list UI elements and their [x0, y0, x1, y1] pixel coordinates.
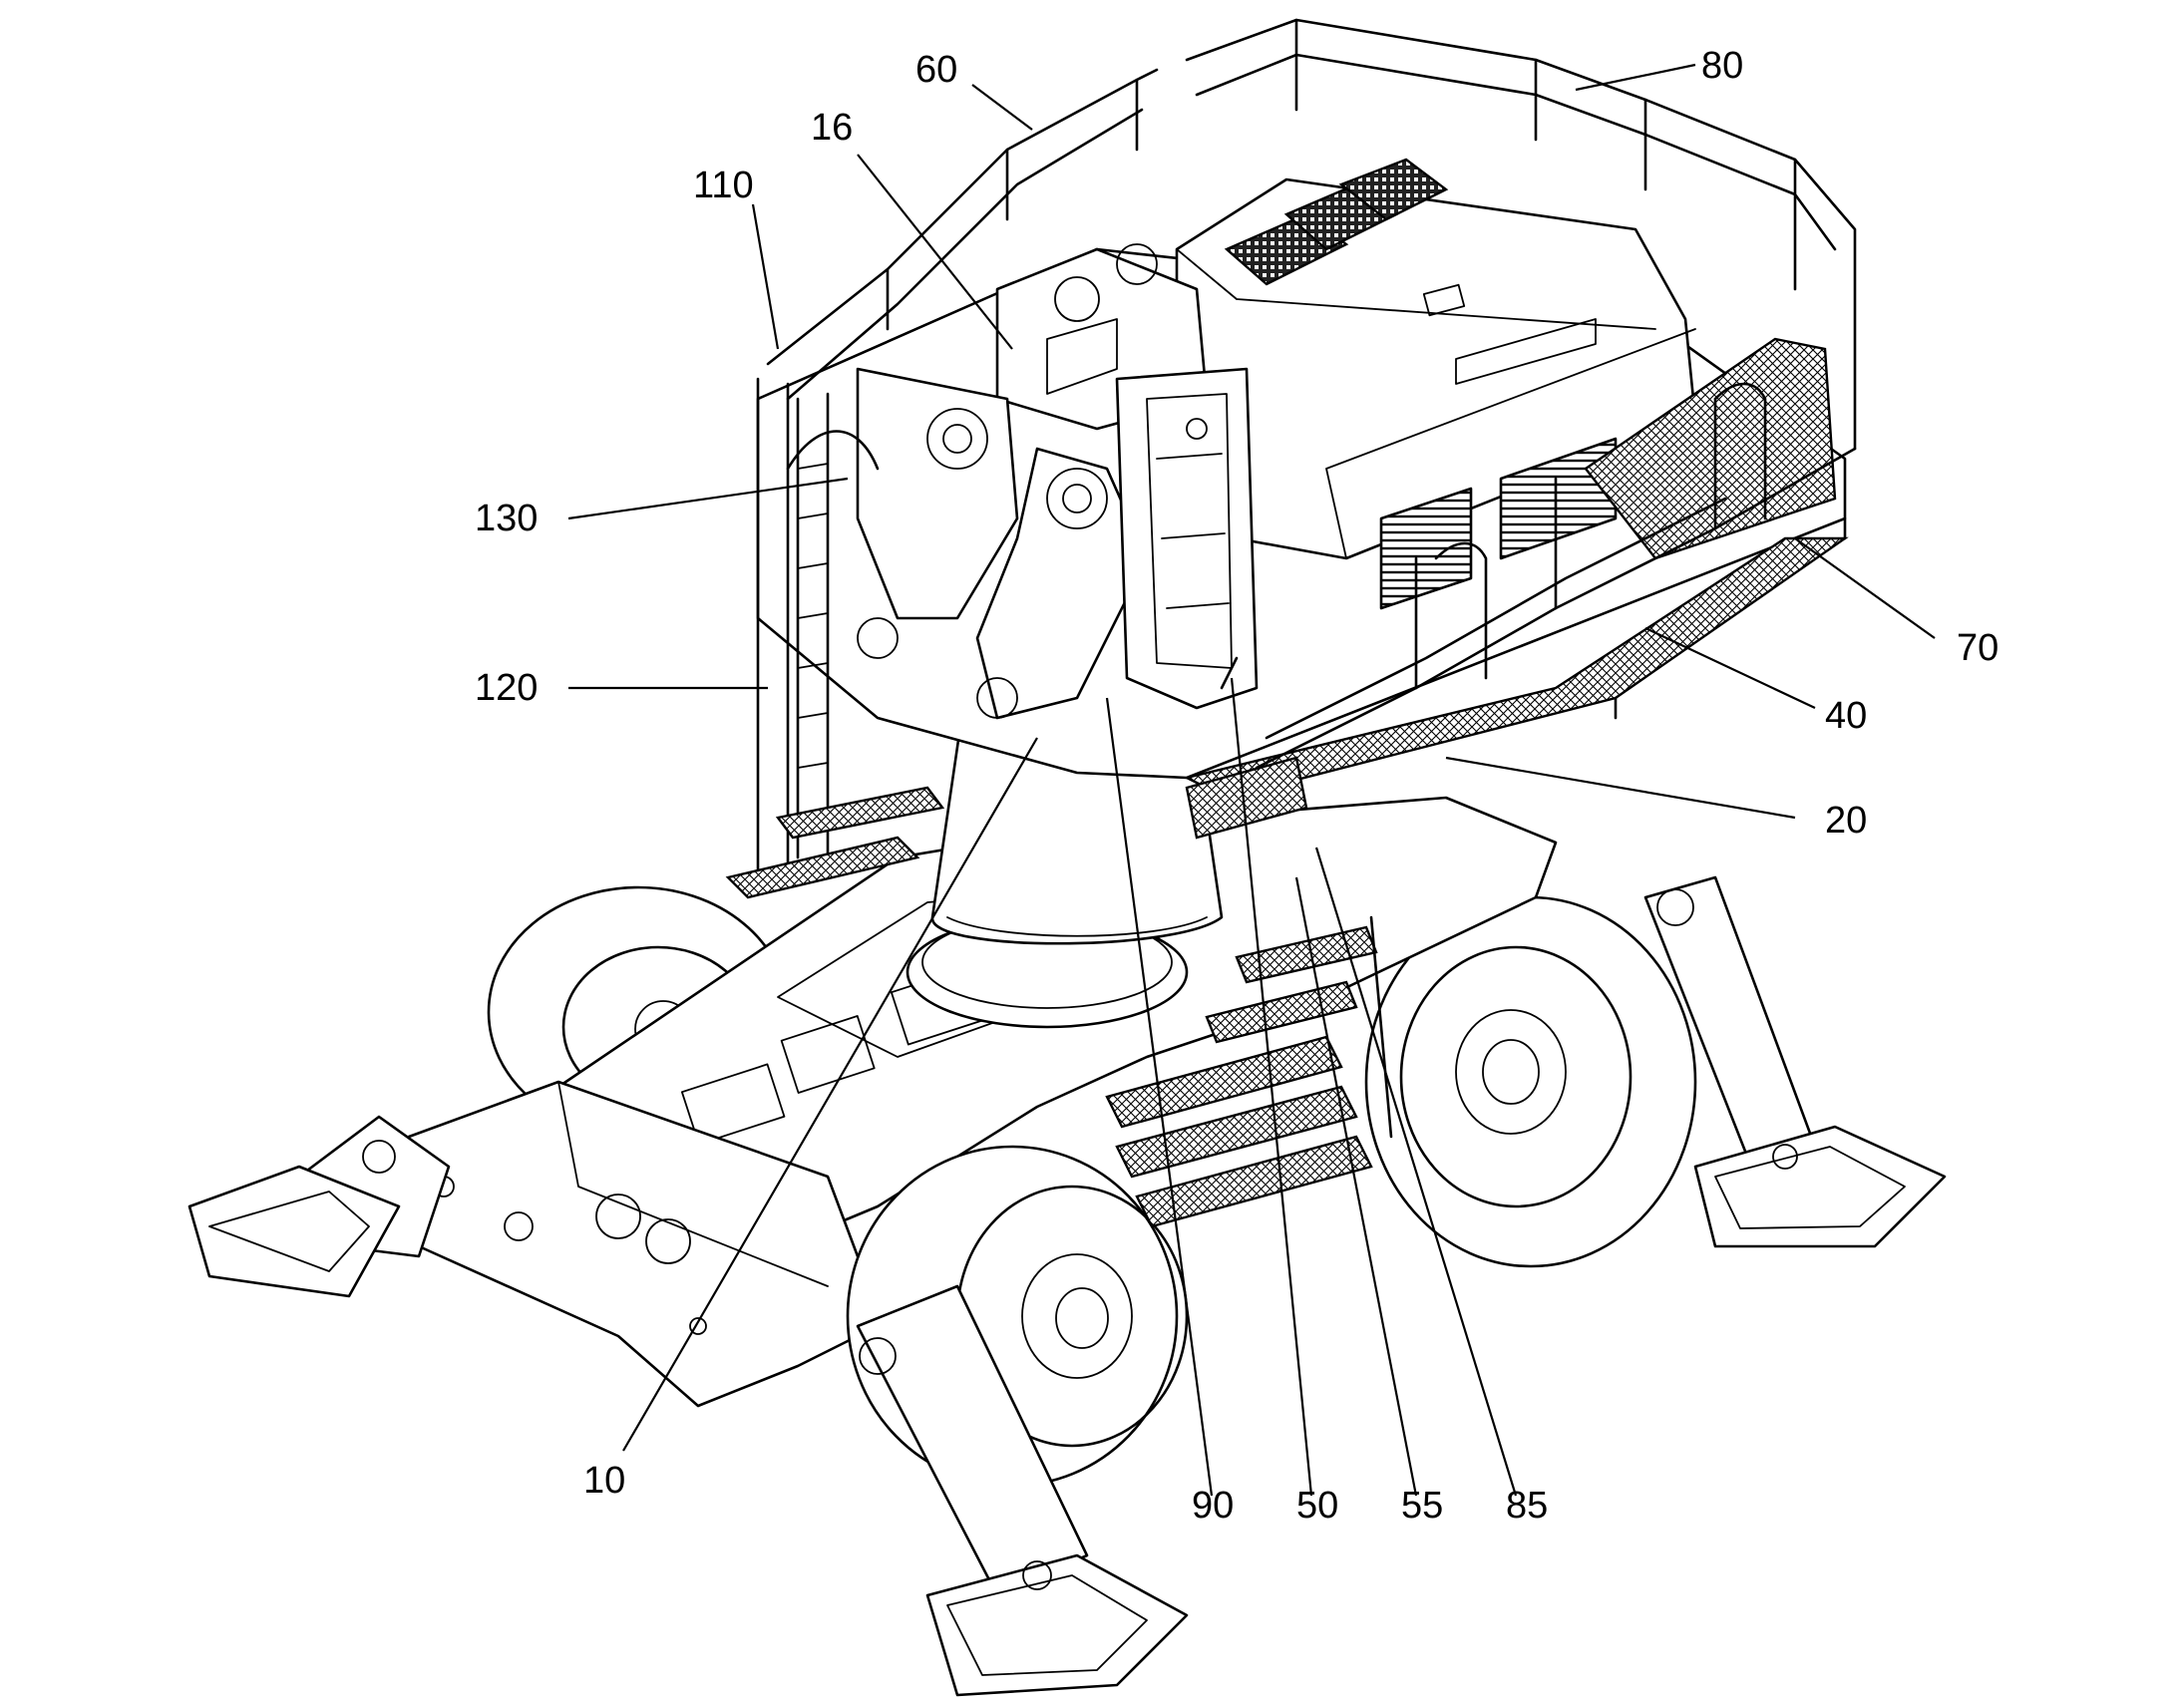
leader-80 — [1575, 63, 1696, 92]
undercarriage — [187, 711, 1947, 1697]
leader-lines — [567, 63, 1936, 1497]
lifting-frame — [1115, 367, 1259, 710]
label-40: 40 — [1825, 695, 1867, 737]
label-120: 120 — [475, 667, 538, 709]
outrigger-right — [1643, 875, 1947, 1248]
leader-10 — [622, 737, 1038, 1452]
walkway-deck — [1183, 337, 1849, 840]
leader-50 — [1230, 677, 1313, 1497]
label-130: 130 — [475, 498, 538, 539]
leader-55 — [1294, 876, 1418, 1497]
boom-mount — [856, 367, 1149, 720]
label-70: 70 — [1957, 627, 1998, 669]
side-ladder — [725, 377, 945, 899]
wheel-rear-right — [1364, 895, 1697, 1268]
label-16: 16 — [811, 107, 853, 149]
handrails — [766, 18, 1857, 770]
leader-90 — [1105, 697, 1214, 1497]
leader-130 — [567, 477, 849, 520]
front-beam — [407, 1080, 880, 1408]
leader-85 — [1314, 847, 1518, 1497]
outrigger-front — [856, 1284, 1189, 1697]
access-steps — [1105, 915, 1393, 1228]
label-20: 20 — [1825, 800, 1867, 842]
outrigger-left — [187, 1115, 451, 1298]
leader-20 — [1445, 756, 1796, 820]
label-90: 90 — [1192, 1485, 1234, 1527]
label-85: 85 — [1506, 1485, 1548, 1527]
upper-structure — [725, 18, 1857, 899]
leader-70 — [1794, 537, 1936, 639]
label-50: 50 — [1296, 1485, 1338, 1527]
label-10: 10 — [583, 1460, 625, 1502]
leader-60 — [971, 84, 1033, 131]
label-80: 80 — [1701, 45, 1743, 87]
label-55: 55 — [1401, 1485, 1443, 1527]
label-60: 60 — [915, 49, 957, 91]
leader-40 — [1644, 627, 1816, 709]
leader-110 — [751, 203, 780, 350]
reference-numerals: 60 80 16 110 130 120 70 40 20 10 90 50 5… — [475, 45, 1998, 1527]
label-110: 110 — [693, 165, 754, 206]
leader-16 — [857, 154, 1013, 350]
